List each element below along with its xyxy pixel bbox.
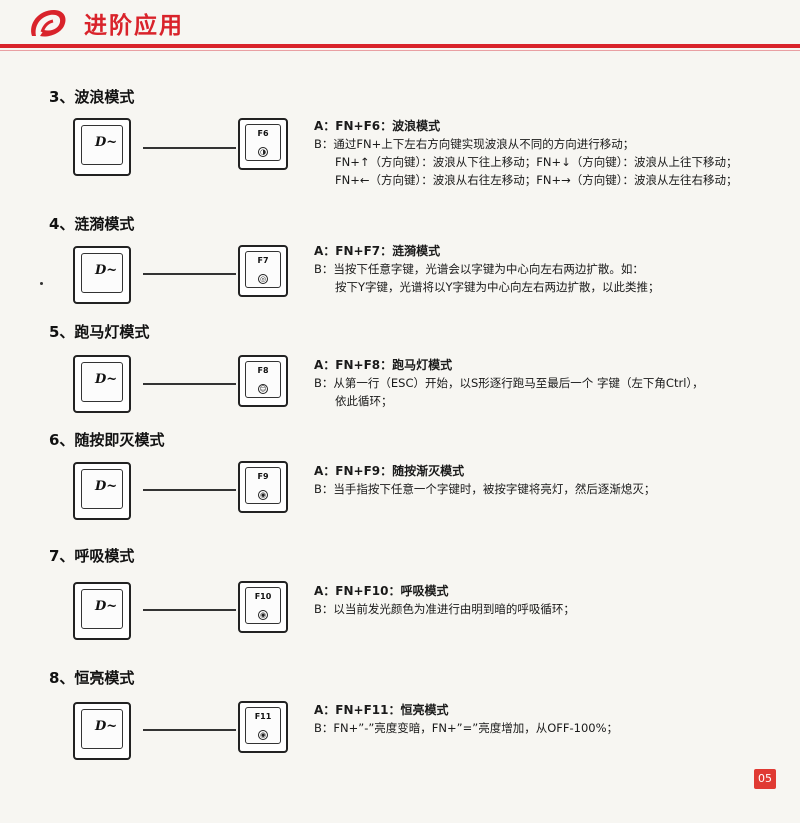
page-header: 进阶应用 [0,0,800,51]
section-title: 3、波浪模式 [49,88,135,106]
fn-key: D~ [73,702,131,760]
speck [40,282,43,285]
key-label: F7 [257,256,269,265]
section-description: A：FN+F6：波浪模式 B：通过FN+上下左右方向键实现波浪从不同的方向进行移… [314,119,738,187]
section-description: A：FN+F10：呼吸模式 B：以当前发光颜色为准进行由明到暗的呼吸循环； [314,584,575,616]
mode-name: 恒亮模式 [400,703,449,717]
page-number-badge: 05 [754,769,776,789]
section-title: 8、恒亮模式 [49,669,135,687]
fn-key: D~ [73,355,131,413]
function-key: F8 ☺ [238,355,288,407]
fn-key: D~ [73,118,131,176]
breathing-icon: ◉ [258,610,268,620]
key-label: F8 [257,366,269,375]
section-description: A：FN+F11：恒亮模式 B：FN+”-”亮度变暗，FN+”=”亮度增加，从O… [314,703,619,735]
fn-logo-icon: D~ [95,372,118,387]
function-key: F9 ◉ [238,461,288,513]
page-title: 进阶应用 [84,13,184,39]
mode-name: 呼吸模式 [400,584,449,598]
fn-key: D~ [73,582,131,640]
section-description: A：FN+F9：随按渐灭模式 B：当手指按下任意一个字键时，被按字键将亮灯，然后… [314,464,656,496]
header-divider [0,44,800,48]
section-title: 4、涟漪模式 [49,215,135,233]
mode-name: 波浪模式 [392,119,441,133]
fn-logo-icon: D~ [95,135,118,150]
function-key: F10 ◉ [238,581,288,633]
fn-logo-icon: D~ [95,719,118,734]
key-label: F6 [257,129,269,138]
brand-logo-icon [31,10,66,37]
key-label: F10 [254,592,272,601]
function-key: F11 ◉ [238,701,288,753]
connector-line [143,273,236,275]
fn-key: D~ [73,462,131,520]
section-title: 6、随按即灭模式 [49,431,165,449]
fn-logo-icon: D~ [95,263,118,278]
mode-name: 跑马灯模式 [392,358,453,372]
header-divider-thin [0,50,800,51]
reactive-icon: ◉ [258,490,268,500]
fn-logo-icon: D~ [95,599,118,614]
mode-name: 涟漪模式 [392,244,441,258]
wave-icon: ◑ [258,147,268,157]
connector-line [143,147,236,149]
section-title: 5、跑马灯模式 [49,323,150,341]
section-description: A：FN+F8：跑马灯模式 B：从第一行（ESC）开始，以S形逐行跑马至最后一个… [314,358,704,408]
key-label: F11 [254,712,272,721]
connector-line [143,489,236,491]
function-key: F7 ◎ [238,245,288,297]
fn-key: D~ [73,246,131,304]
fn-logo-icon: D~ [95,479,118,494]
mode-name: 随按渐灭模式 [392,464,465,478]
connector-line [143,609,236,611]
connector-line [143,729,236,731]
key-label: F9 [257,472,269,481]
ripple-icon: ◎ [258,274,268,284]
static-light-icon: ◉ [258,730,268,740]
connector-line [143,383,236,385]
section-title: 7、呼吸模式 [49,547,135,565]
marquee-icon: ☺ [258,384,268,394]
function-key: F6 ◑ [238,118,288,170]
section-description: A：FN+F7：涟漪模式 B：当按下任意字键，光谱会以字键为中心向左右两边扩散。… [314,244,660,294]
